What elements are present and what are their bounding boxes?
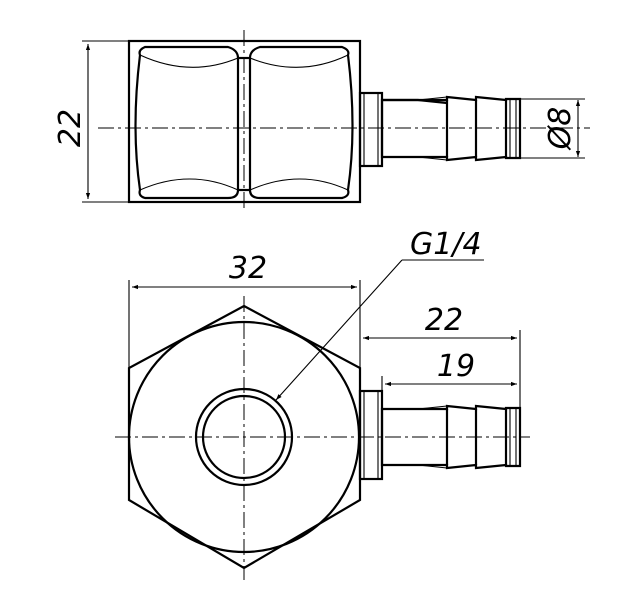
side-view-hex-right-face <box>248 45 354 200</box>
front-view: 32 G1/4 22 19 <box>115 227 530 580</box>
thread-leader <box>275 259 403 401</box>
side-view-shoulder <box>358 91 384 168</box>
dim-height-label: 22 <box>53 109 88 147</box>
dim-length-nipple-label: 19 <box>437 349 475 384</box>
thread-label: G1/4 <box>410 227 482 262</box>
dim-length-total-label: 22 <box>425 303 463 338</box>
dim-width-label: 32 <box>229 251 267 286</box>
front-view-shoulder <box>358 389 384 481</box>
side-view: 22 Ø8 <box>53 30 590 212</box>
side-view-hex-left-face <box>134 45 240 200</box>
dim-diameter-label: Ø8 <box>543 107 578 152</box>
front-view-hose-barb <box>380 404 522 470</box>
